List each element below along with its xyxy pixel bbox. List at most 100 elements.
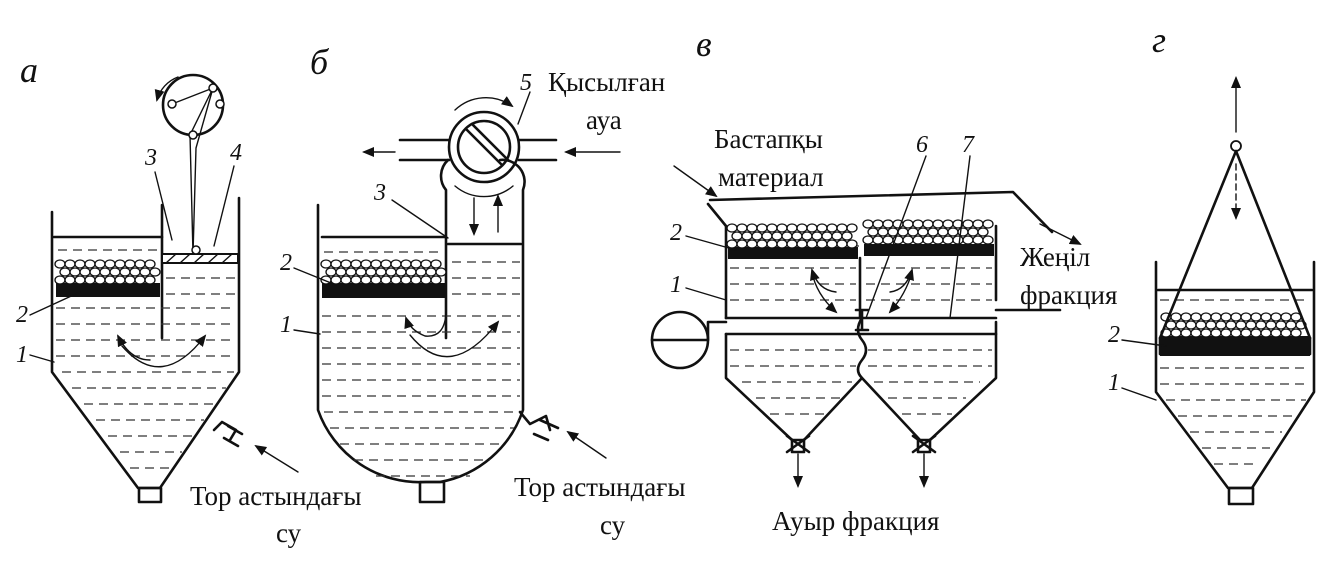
panel-a-label-1: 1 <box>16 342 28 368</box>
panel-v: в Б <box>650 24 1117 536</box>
bed-pebble <box>841 231 853 241</box>
panel-b-label-5: 5 <box>520 70 532 96</box>
bed-pebble <box>862 235 874 245</box>
panel-b-rotation-arrow <box>454 96 514 111</box>
bed-pebble <box>761 231 773 241</box>
panel-v-bed <box>726 219 994 259</box>
bed-pebble <box>811 231 823 241</box>
panel-g-hanger <box>1230 140 1242 152</box>
bed-pebble <box>776 239 788 249</box>
bed-pebble <box>1260 312 1272 322</box>
bed-pebble <box>791 231 803 241</box>
bed-pebble <box>430 259 442 269</box>
bed-pebble <box>846 239 858 249</box>
bed-pebble <box>134 259 146 269</box>
bed-pebble <box>781 231 793 241</box>
bed-pebble <box>124 275 136 285</box>
bed-pebble <box>1190 312 1202 322</box>
bed-pebble <box>786 239 798 249</box>
panel-b-label-1: 1 <box>280 312 292 338</box>
bed-pebble <box>882 219 894 229</box>
panel-g-bed <box>1160 312 1310 356</box>
panel-b-air-outlet <box>398 138 451 162</box>
bed-pebble <box>1245 320 1257 330</box>
panel-v-feed-arrow <box>673 165 718 198</box>
bed-pebble <box>124 259 136 269</box>
bed-pebble <box>952 235 964 245</box>
panel-b-water <box>322 251 520 477</box>
bed-pebble <box>1180 312 1192 322</box>
bed-pebble <box>756 239 768 249</box>
panel-g-outlet <box>1227 486 1255 506</box>
panel-v-label-1: 1 <box>670 272 682 298</box>
bed-pebble <box>1175 320 1187 330</box>
bed-pebble <box>84 275 96 285</box>
panel-v-feed-label-line2: материал <box>718 162 824 192</box>
bed-pebble <box>415 267 427 277</box>
panel-b-water-arrow <box>566 430 607 459</box>
panel-b: б 5 Қысылған <box>280 42 686 540</box>
bed-pebble <box>801 231 813 241</box>
panel-a-water-label-line1: Тор астындағы <box>190 481 362 511</box>
bed-pebble <box>395 267 407 277</box>
bed-pebble <box>912 235 924 245</box>
bed-pebble <box>54 275 66 285</box>
panel-v-label-7: 7 <box>962 132 975 158</box>
bed-pebble <box>751 231 763 241</box>
bed-pebble <box>1270 312 1282 322</box>
bed-pebble <box>982 219 994 229</box>
bed-pebble <box>756 223 768 233</box>
bed-pebble <box>360 275 372 285</box>
bed-pebble <box>736 239 748 249</box>
bed-pebble <box>1180 328 1192 338</box>
bed-pebble <box>1235 320 1247 330</box>
bed-pebble <box>405 267 417 277</box>
bed-pebble <box>54 259 66 269</box>
panel-a: а 3 4 <box>16 50 362 548</box>
bed-pebble <box>74 275 86 285</box>
bed-pebble <box>766 239 778 249</box>
panel-g-letter: г <box>1152 20 1166 60</box>
bed-pebble <box>109 267 121 277</box>
bed-pebble <box>94 259 106 269</box>
bed-pebble <box>776 223 788 233</box>
bed-pebble <box>370 259 382 269</box>
panel-g-label-1: 1 <box>1108 370 1120 396</box>
panel-v-feed-chute <box>708 190 1054 234</box>
bed-pebble <box>390 259 402 269</box>
bed-pebble <box>831 231 843 241</box>
bed-pebble <box>1240 312 1252 322</box>
bed-pebble <box>330 259 342 269</box>
panel-v-label-2: 2 <box>670 220 682 246</box>
bed-pebble <box>922 235 934 245</box>
bed-pebble <box>917 227 929 237</box>
bed-pebble <box>1190 328 1202 338</box>
bed-pebble <box>846 223 858 233</box>
bed-pebble <box>1200 312 1212 322</box>
panel-b-bed <box>320 259 447 298</box>
bed-pebble <box>340 259 352 269</box>
bed-pebble <box>1280 312 1292 322</box>
panel-b-water-label-line2: су <box>600 510 626 540</box>
bed-pebble <box>1215 320 1227 330</box>
bed-pebble <box>942 219 954 229</box>
bed-pebble <box>1170 312 1182 322</box>
bed-pebble <box>1260 328 1272 338</box>
bed-pebble <box>410 259 422 269</box>
bed-pebble <box>99 267 111 277</box>
bed-pebble <box>1285 320 1297 330</box>
bed-pebble <box>104 275 116 285</box>
bed-pebble <box>330 275 342 285</box>
bed-pebble <box>144 259 156 269</box>
bed-pebble <box>1290 328 1302 338</box>
bed-pebble <box>129 267 141 277</box>
panel-b-letter: б <box>310 42 330 82</box>
bed-pebble <box>816 239 828 249</box>
panel-b-tank <box>316 158 526 484</box>
bed-pebble <box>1185 320 1197 330</box>
bed-pebble <box>1240 328 1252 338</box>
bed-pebble <box>420 259 432 269</box>
panel-a-label-2: 2 <box>16 302 28 328</box>
bed-pebble <box>796 239 808 249</box>
